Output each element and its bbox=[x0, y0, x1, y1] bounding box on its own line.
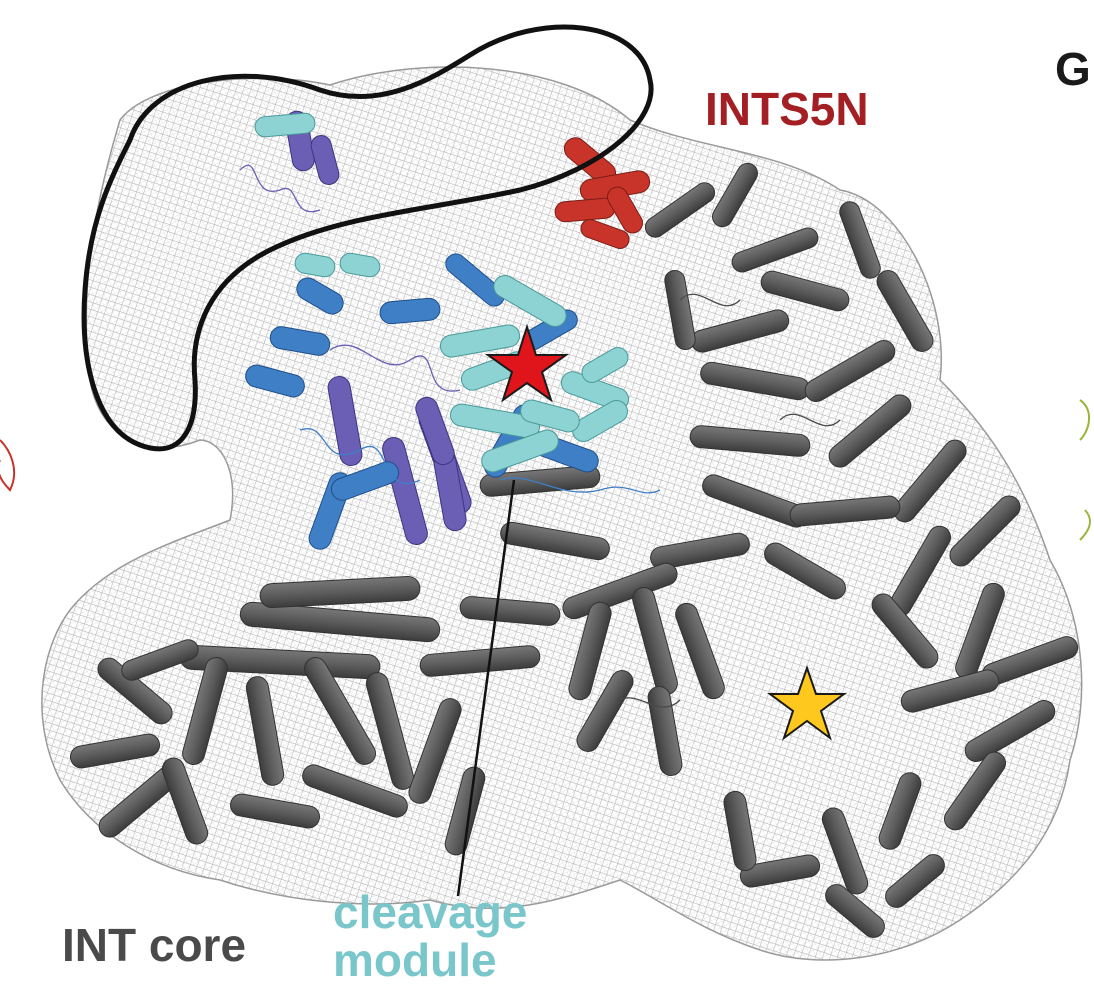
red-star-icon bbox=[484, 323, 570, 403]
int-core-helices bbox=[70, 162, 1079, 938]
yellow-star-icon bbox=[766, 664, 848, 741]
int-core-label: INT core bbox=[62, 919, 247, 971]
cleavage-label-line2: module bbox=[333, 934, 497, 986]
cleavage-module-helices bbox=[245, 110, 630, 550]
coil-loops bbox=[0, 164, 1092, 708]
panel-letter: G bbox=[1055, 43, 1091, 95]
cleavage-module-label: cleavage module bbox=[333, 888, 527, 984]
ints5n-label: INTS5N bbox=[705, 83, 869, 135]
cleavage-pointer-line bbox=[456, 479, 516, 897]
highlight-outline bbox=[81, 24, 654, 452]
cleavage-label-line1: cleavage bbox=[333, 886, 528, 938]
